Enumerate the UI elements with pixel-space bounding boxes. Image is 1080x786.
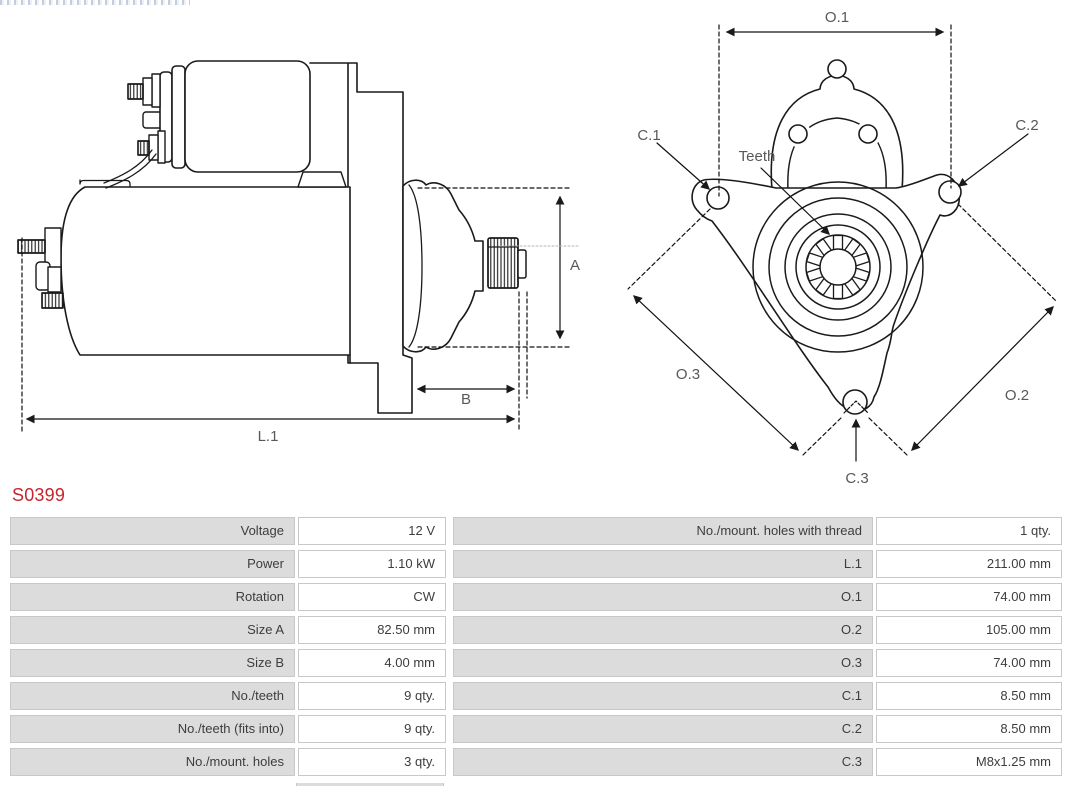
callout-c3 [843, 400, 869, 462]
dim-c3-label: C.3 [845, 470, 868, 487]
spec-value: 4.00 mm [298, 649, 446, 677]
spec-value: 12 V [298, 517, 446, 545]
spec-label: Size B [10, 649, 295, 677]
spec-label: C.1 [453, 682, 873, 710]
dimension-o2 [867, 203, 1057, 456]
pinion-gear [487, 237, 527, 289]
dimension-o3 [627, 208, 844, 456]
spec-value: 8.50 mm [876, 715, 1062, 743]
spec-label: Power [10, 550, 295, 578]
spec-value: 1 qty. [876, 517, 1062, 545]
dim-o2-label: O.2 [1005, 387, 1029, 404]
bell-arch [770, 59, 904, 191]
callout-teeth [760, 167, 830, 235]
solenoid-terminal-lower [137, 130, 166, 164]
specs-right-column: No./mount. holes with thread 1 qty. L.1 … [453, 517, 1062, 776]
dimension-a [417, 187, 579, 348]
callout-c2 [957, 133, 1029, 187]
spec-value: 74.00 mm [876, 649, 1062, 677]
spec-label: L.1 [453, 550, 873, 578]
dim-l1-label: L.1 [258, 428, 279, 445]
dimension-o1 [718, 24, 952, 197]
mount-hole-left [706, 186, 730, 210]
specs-table: Voltage 12 V Power 1.10 kW Rotation CW S… [10, 517, 1062, 776]
dim-o3-label: O.3 [676, 366, 700, 383]
mount-hole-right [938, 180, 962, 204]
spec-value: 8.50 mm [876, 682, 1062, 710]
spec-label: No./teeth (fits into) [10, 715, 295, 743]
solenoid-support [297, 171, 347, 188]
rear-terminal-assembly [17, 227, 64, 309]
spec-label: No./mount. holes [10, 748, 295, 776]
spec-value: CW [298, 583, 446, 611]
body-top-rib [79, 179, 131, 189]
spec-label: C.2 [453, 715, 873, 743]
dim-a-label: A [570, 257, 580, 274]
spec-value: 105.00 mm [876, 616, 1062, 644]
spec-label: Size A [10, 616, 295, 644]
spec-value: 82.50 mm [298, 616, 446, 644]
drive-end-housing [402, 179, 484, 353]
solenoid-wire [103, 149, 157, 189]
splined-shaft [784, 213, 892, 321]
part-number: S0399 [12, 485, 66, 505]
spec-label: O.3 [453, 649, 873, 677]
spec-label: Voltage [10, 517, 295, 545]
spec-label: Rotation [10, 583, 295, 611]
dim-o1-label: O.1 [825, 9, 849, 26]
spec-label: C.3 [453, 748, 873, 776]
dimension-l1 [21, 237, 516, 433]
partial-next-row [296, 783, 444, 786]
specs-left-column: Voltage 12 V Power 1.10 kW Rotation CW S… [10, 517, 446, 776]
teeth-label: Teeth [739, 148, 776, 165]
callout-c1 [656, 142, 711, 190]
solenoid-terminal-upper [127, 73, 161, 108]
spec-value: 3 qty. [298, 748, 446, 776]
starter-side-view-drawing: A B L.1 [17, 60, 580, 445]
solenoid [103, 60, 347, 189]
dim-c1-label: C.1 [637, 127, 660, 144]
dim-b-label: B [461, 391, 471, 408]
dim-c2-label: C.2 [1015, 117, 1038, 134]
spec-value: 74.00 mm [876, 583, 1062, 611]
spec-label: O.2 [453, 616, 873, 644]
spec-label: O.1 [453, 583, 873, 611]
screen-artifact [0, 0, 190, 5]
spec-value: 9 qty. [298, 715, 446, 743]
spec-value: 9 qty. [298, 682, 446, 710]
spec-value: 1.10 kW [298, 550, 446, 578]
spec-value: 211.00 mm [876, 550, 1062, 578]
spec-label: No./mount. holes with thread [453, 517, 873, 545]
mounting-flange [691, 173, 962, 415]
motor-body [60, 179, 351, 364]
spec-value: M8x1.25 mm [876, 748, 1062, 776]
dimension-b [416, 291, 528, 433]
starter-front-view-drawing: O.1 C.1 C.2 Teeth O.3 O.2 C.3 [627, 9, 1057, 487]
spec-label: No./teeth [10, 682, 295, 710]
